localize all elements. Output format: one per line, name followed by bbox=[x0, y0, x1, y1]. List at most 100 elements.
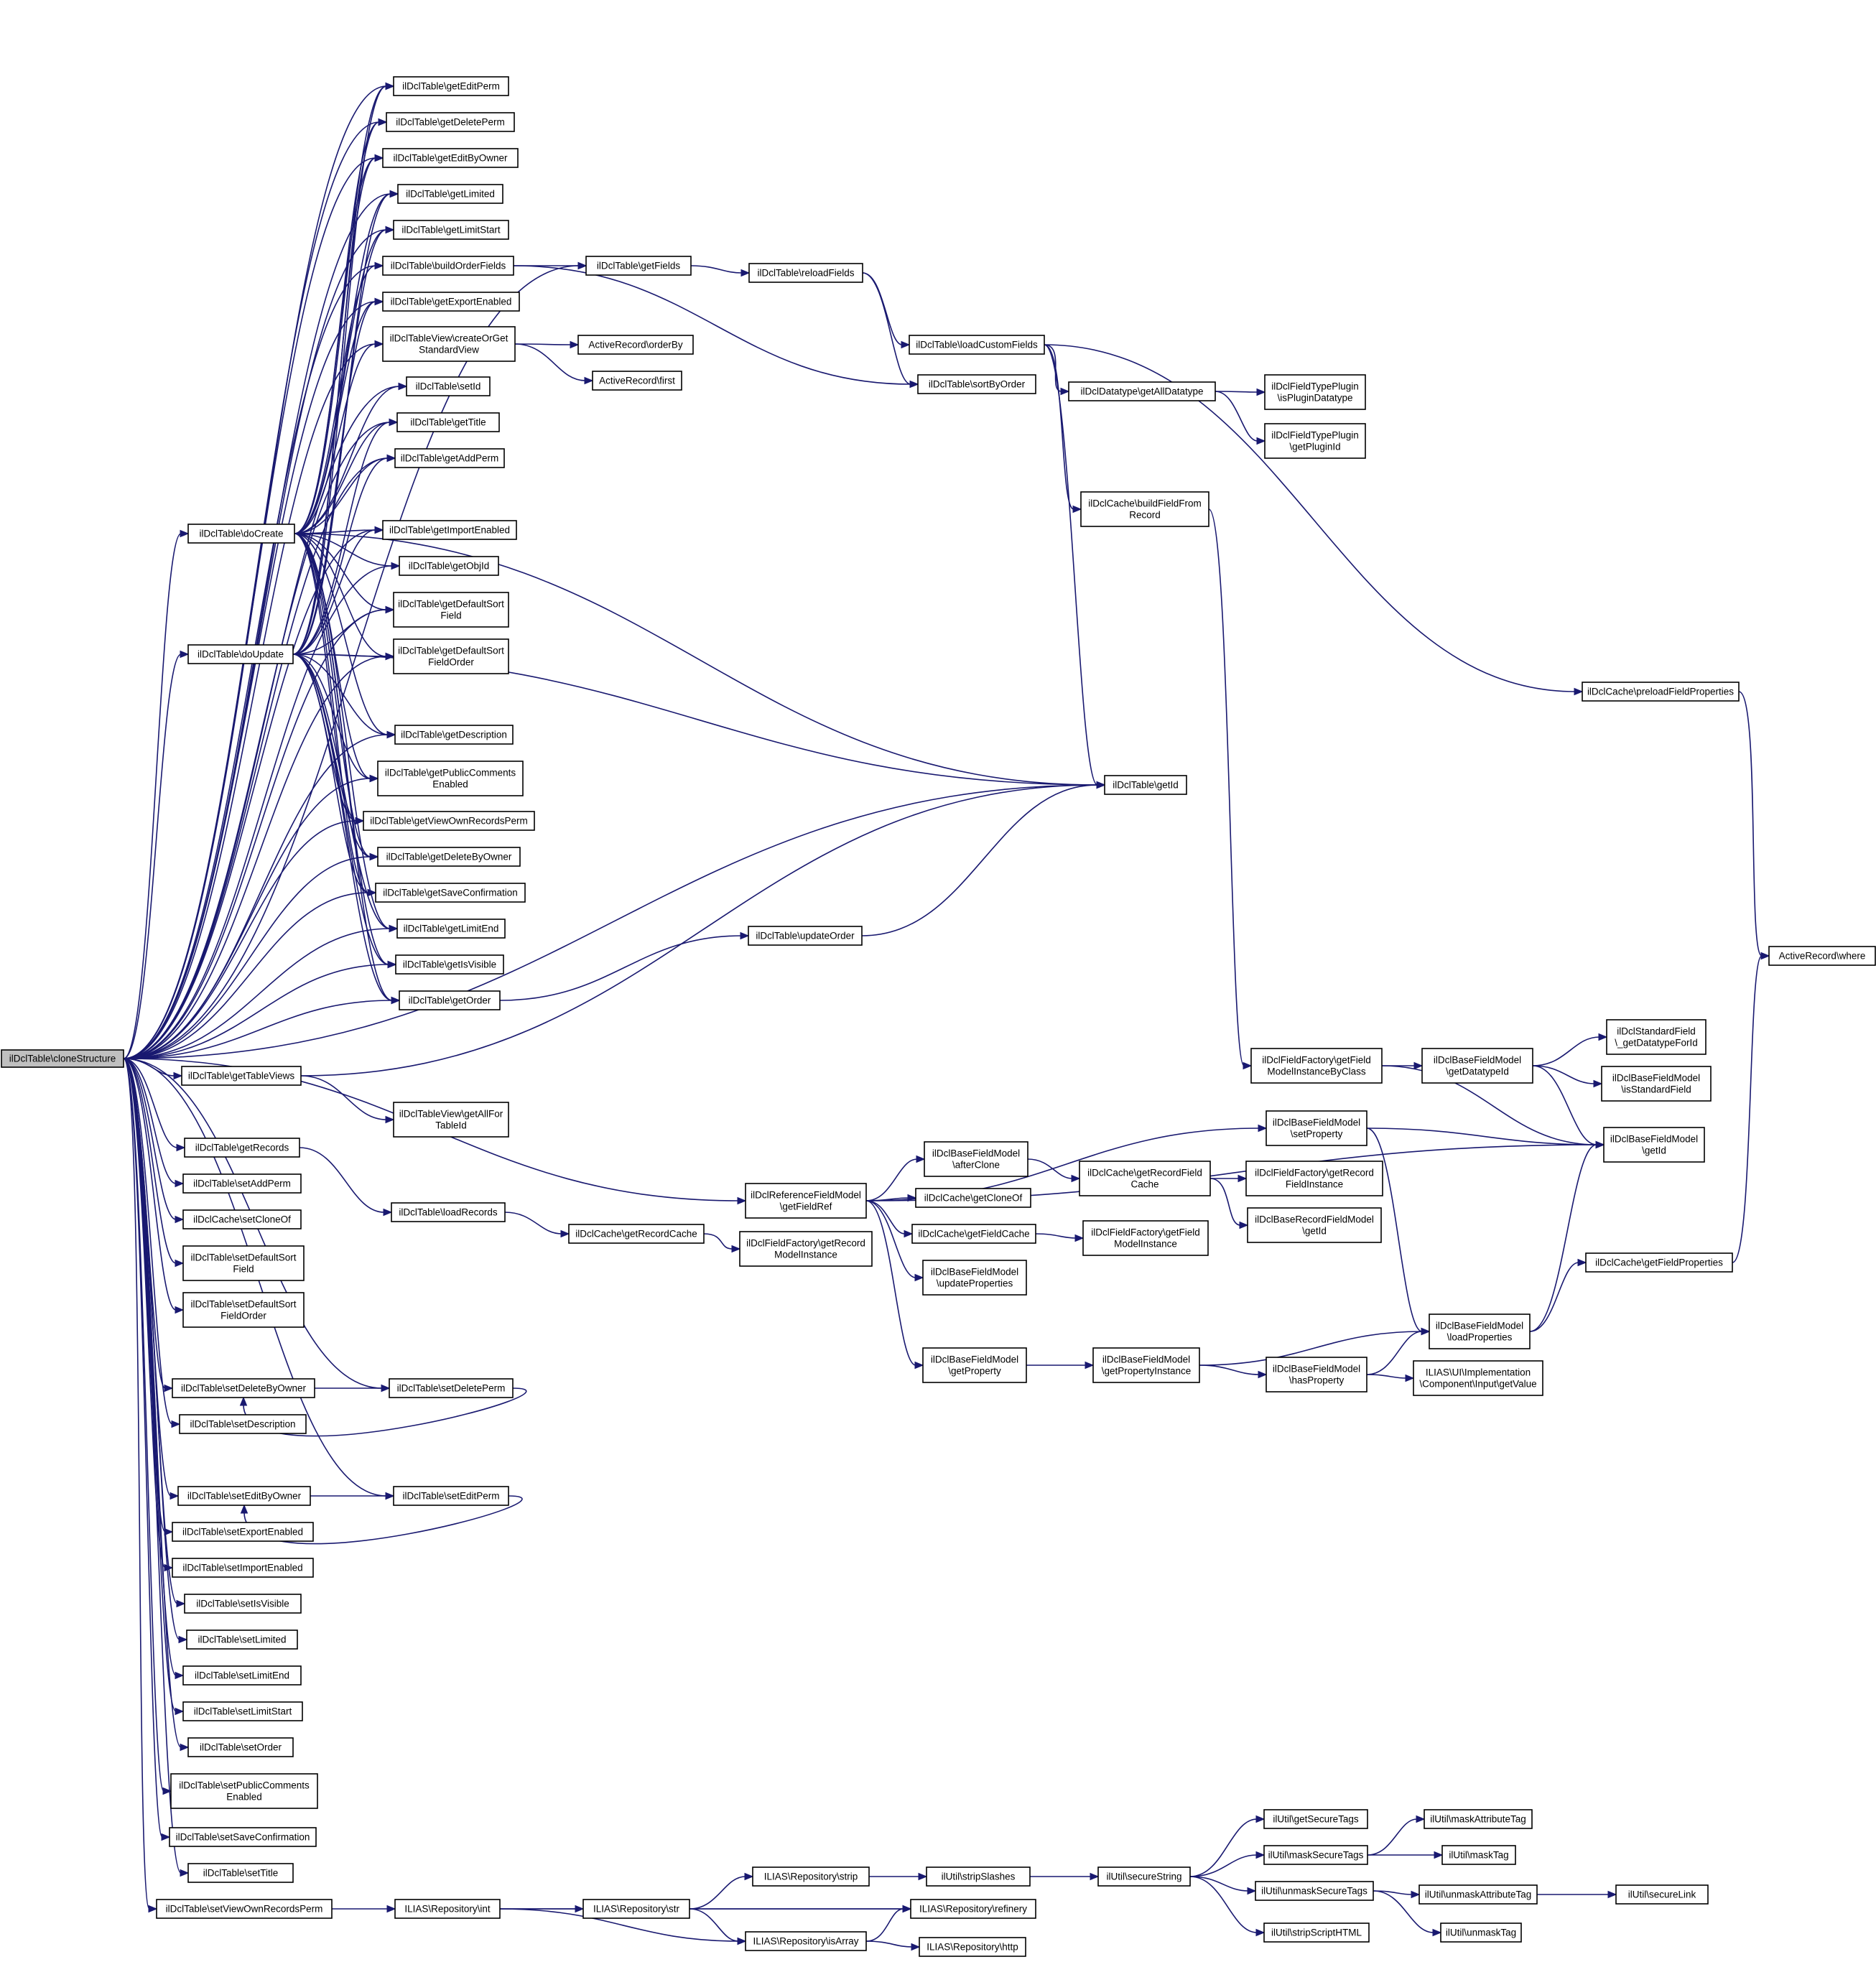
node-ildcltable-getfields[interactable]: ilDclTable\getFields bbox=[585, 256, 692, 276]
node-ildcltable-gettitle[interactable]: ilDclTable\getTitle bbox=[396, 412, 500, 432]
node-ilutil-securelink[interactable]: ilUtil\secureLink bbox=[1615, 1884, 1709, 1905]
node-ildcltable-setsaveconfirmation[interactable]: ilDclTable\setSaveConfirmation bbox=[169, 1827, 317, 1847]
node-ildclbasefieldmodel-setproperty[interactable]: ilDclBaseFieldModel\setProperty bbox=[1266, 1110, 1367, 1146]
node-ildcltable-setid[interactable]: ilDclTable\setId bbox=[406, 376, 491, 396]
node-ildclbasefieldmodel-getpropertyinstance[interactable]: ilDclBaseFieldModel\getPropertyInstance bbox=[1092, 1347, 1200, 1383]
node-ildcltable-getdescription[interactable]: ilDclTable\getDescription bbox=[394, 725, 514, 745]
node-ildcltable-setisvisible[interactable]: ilDclTable\setIsVisible bbox=[184, 1594, 302, 1614]
node-activerecord-first[interactable]: ActiveRecord\first bbox=[592, 371, 682, 391]
node-ildcltable-setaddperm[interactable]: ilDclTable\setAddPerm bbox=[182, 1173, 302, 1194]
node-ildcltable-getobjid[interactable]: ilDclTable\getObjId bbox=[399, 556, 499, 576]
node-ildcltable-settitle[interactable]: ilDclTable\setTitle bbox=[187, 1863, 294, 1883]
node-ildcltable-seteditbyowner[interactable]: ilDclTable\setEditByOwner bbox=[177, 1486, 311, 1506]
node-ilias-repository-refinery[interactable]: ILIAS\Repository\refinery bbox=[910, 1899, 1036, 1919]
node-ildcltable-setlimitend[interactable]: ilDclTable\setLimitEnd bbox=[182, 1665, 302, 1686]
node-ildcltable-getorder[interactable]: ilDclTable\getOrder bbox=[399, 990, 501, 1010]
node-ildclcache-preloadfieldproperties[interactable]: ilDclCache\preloadFieldProperties bbox=[1582, 682, 1740, 702]
node-ildcltable-getdeleteperm[interactable]: ilDclTable\getDeletePerm bbox=[386, 112, 515, 132]
node-ildclbasefieldmodel-isstandardfield[interactable]: ilDclBaseFieldModel\isStandardField bbox=[1601, 1066, 1712, 1102]
node-ildclbasefieldmodel-getid[interactable]: ilDclBaseFieldModel\getId bbox=[1603, 1127, 1705, 1163]
node-ilias-ui-implementation-component-input-getvalue[interactable]: ILIAS\UI\Implementation\Component\Input\… bbox=[1413, 1360, 1543, 1396]
node-activerecord-orderby[interactable]: ActiveRecord\orderBy bbox=[577, 335, 694, 355]
node-ildclcache-getfieldcache[interactable]: ilDclCache\getFieldCache bbox=[911, 1224, 1036, 1244]
node-ildcltable-setexportenabled[interactable]: ilDclTable\setExportEnabled bbox=[172, 1522, 314, 1542]
node-ildclbasefieldmodel-updateproperties[interactable]: ilDclBaseFieldModel\updateProperties bbox=[922, 1260, 1027, 1296]
node-ildclcache-getrecordcache[interactable]: ilDclCache\getRecordCache bbox=[568, 1224, 705, 1244]
node-ildcltable-getisvisible[interactable]: ilDclTable\getIsVisible bbox=[395, 954, 504, 975]
node-ildcltable-setimportenabled[interactable]: ilDclTable\setImportEnabled bbox=[172, 1558, 314, 1578]
node-ildcltable-setlimitstart[interactable]: ilDclTable\setLimitStart bbox=[182, 1701, 303, 1721]
node-ildclbaserecordfieldmodel-getid[interactable]: ilDclBaseRecordFieldModel\getId bbox=[1247, 1207, 1382, 1243]
node-ildcltable-buildorderfields[interactable]: ilDclTable\buildOrderFields bbox=[382, 256, 514, 276]
node-ildcltable-setlimited[interactable]: ilDclTable\setLimited bbox=[186, 1629, 298, 1650]
node-ildcltable-getrecords[interactable]: ilDclTable\getRecords bbox=[184, 1138, 300, 1158]
node-ildcltable-setdeletebyowner[interactable]: ilDclTable\setDeleteByOwner bbox=[172, 1378, 315, 1398]
node-ildcltable-getlimited[interactable]: ilDclTable\getLimited bbox=[397, 184, 503, 204]
node-ildcltable-getdeletebyowner[interactable]: ilDclTable\getDeleteByOwner bbox=[377, 847, 521, 867]
node-ildcltable-geteditbyowner[interactable]: ilDclTable\getEditByOwner bbox=[382, 148, 519, 168]
node-ilutil-stripscripthtml[interactable]: ilUtil\stripScriptHTML bbox=[1263, 1923, 1370, 1943]
node-ildcltable-getviewownrecordsperm[interactable]: ilDclTable\getViewOwnRecordsPerm bbox=[363, 811, 535, 831]
node-ilutil-unmaskattributetag[interactable]: ilUtil\unmaskAttributeTag bbox=[1418, 1884, 1538, 1905]
node-ilutil-maskattributetag[interactable]: ilUtil\maskAttributeTag bbox=[1424, 1809, 1533, 1829]
node-ildcltable-doupdate[interactable]: ilDclTable\doUpdate bbox=[187, 644, 294, 664]
node-ildcltable-setdescription[interactable]: ilDclTable\setDescription bbox=[179, 1414, 307, 1434]
node-ildcltable-setdeleteperm[interactable]: ilDclTable\setDeletePerm bbox=[389, 1378, 514, 1398]
node-ildcltable-setviewownrecordsperm[interactable]: ilDclTable\setViewOwnRecordsPerm bbox=[156, 1899, 333, 1919]
node-ilias-repository-isarray[interactable]: ILIAS\Repository\isArray bbox=[745, 1931, 867, 1951]
node-activerecord-where[interactable]: ActiveRecord\where bbox=[1768, 946, 1876, 966]
node-ildcltable-getaddperm[interactable]: ilDclTable\getAddPerm bbox=[394, 448, 505, 468]
node-ildcltable-reloadfields[interactable]: ilDclTable\reloadFields bbox=[748, 263, 863, 283]
node-ilutil-securestring[interactable]: ilUtil\secureString bbox=[1097, 1866, 1191, 1887]
node-ildcltable-geteditperm[interactable]: ilDclTable\getEditPerm bbox=[393, 76, 509, 96]
node-ildcltable-seteditperm[interactable]: ilDclTable\setEditPerm bbox=[393, 1486, 509, 1506]
node-ildclbasefieldmodel-loadproperties[interactable]: ilDclBaseFieldModel\loadProperties bbox=[1429, 1314, 1531, 1349]
node-ilias-repository-http[interactable]: ILIAS\Repository\http bbox=[919, 1937, 1026, 1957]
node-ilutil-masksecuretags[interactable]: ilUtil\maskSecureTags bbox=[1263, 1845, 1368, 1865]
node-ilutil-getsecuretags[interactable]: ilUtil\getSecureTags bbox=[1263, 1809, 1368, 1829]
node-ilias-repository-int[interactable]: ILIAS\Repository\int bbox=[394, 1899, 501, 1919]
node-ildcldatatype-getalldatatype[interactable]: ilDclDatatype\getAllDatatype bbox=[1068, 381, 1216, 401]
node-ilutil-stripslashes[interactable]: ilUtil\stripSlashes bbox=[926, 1866, 1031, 1887]
node-ildclbasefieldmodel-afterclone[interactable]: ilDclBaseFieldModel\afterClone bbox=[924, 1141, 1028, 1177]
node-ildcltable-clonestructure[interactable]: ilDclTable\cloneStructure bbox=[1, 1049, 124, 1068]
node-ildcltable-getlimitstart[interactable]: ilDclTable\getLimitStart bbox=[393, 220, 509, 240]
node-ildclcache-setcloneof[interactable]: ilDclCache\setCloneOf bbox=[182, 1209, 302, 1229]
node-ildclbasefieldmodel-hasproperty[interactable]: ilDclBaseFieldModel\hasProperty bbox=[1266, 1357, 1367, 1393]
node-ildcltable-setorder[interactable]: ilDclTable\setOrder bbox=[187, 1737, 294, 1757]
node-ildcltable-getid[interactable]: ilDclTable\getId bbox=[1104, 775, 1187, 795]
node-ildclfieldtypeplugin-isplugindatatype[interactable]: ilDclFieldTypePlugin\isPluginDatatype bbox=[1264, 374, 1366, 410]
node-ildclfieldfactory-getfieldmodelinstancebyclass[interactable]: ilDclFieldFactory\getFieldModelInstanceB… bbox=[1250, 1048, 1383, 1084]
node-ilias-repository-str[interactable]: ILIAS\Repository\str bbox=[582, 1899, 690, 1919]
node-ilutil-unmasksecuretags[interactable]: ilUtil\unmaskSecureTags bbox=[1255, 1881, 1374, 1901]
node-ildcltable-getimportenabled[interactable]: ilDclTable\getImportEnabled bbox=[382, 520, 517, 540]
node-ildcltable-getsaveconfirmation[interactable]: ilDclTable\getSaveConfirmation bbox=[375, 883, 526, 903]
node-ildclfieldtypeplugin-getpluginid[interactable]: ilDclFieldTypePlugin\getPluginId bbox=[1264, 423, 1366, 459]
node-ildcltable-updateorder[interactable]: ilDclTable\updateOrder bbox=[748, 926, 863, 946]
node-ildclstandardfield-_getdatatypeforid[interactable]: ilDclStandardField\_getDatatypeForId bbox=[1606, 1019, 1706, 1055]
node-ildclcache-getcloneof[interactable]: ilDclCache\getCloneOf bbox=[915, 1188, 1031, 1208]
node-ilias-repository-strip[interactable]: ILIAS\Repository\strip bbox=[752, 1866, 870, 1887]
node-ilutil-unmasktag[interactable]: ilUtil\unmaskTag bbox=[1440, 1923, 1522, 1943]
node-ildclreferencefieldmodel-getfieldref[interactable]: ilDclReferenceFieldModel\getFieldRef bbox=[745, 1183, 867, 1219]
node-ildclbasefieldmodel-getproperty[interactable]: ilDclBaseFieldModel\getProperty bbox=[922, 1347, 1027, 1383]
node-ildcltable-docreate[interactable]: ilDclTable\doCreate bbox=[187, 524, 295, 544]
node-ildcltable-gettableviews[interactable]: ilDclTable\getTableViews bbox=[181, 1066, 302, 1086]
node-ildcltable-loadcustomfields[interactable]: ilDclTable\loadCustomFields bbox=[909, 335, 1045, 355]
node-ildclcache-getfieldproperties[interactable]: ilDclCache\getFieldProperties bbox=[1585, 1252, 1733, 1273]
node-ildcltable-sortbyorder[interactable]: ilDclTable\sortByOrder bbox=[917, 374, 1036, 394]
node-ildclbasefieldmodel-getdatatypeid[interactable]: ilDclBaseFieldModel\getDatatypeId bbox=[1421, 1048, 1533, 1084]
node-ildcltable-getexportenabled[interactable]: ilDclTable\getExportEnabled bbox=[382, 292, 520, 312]
